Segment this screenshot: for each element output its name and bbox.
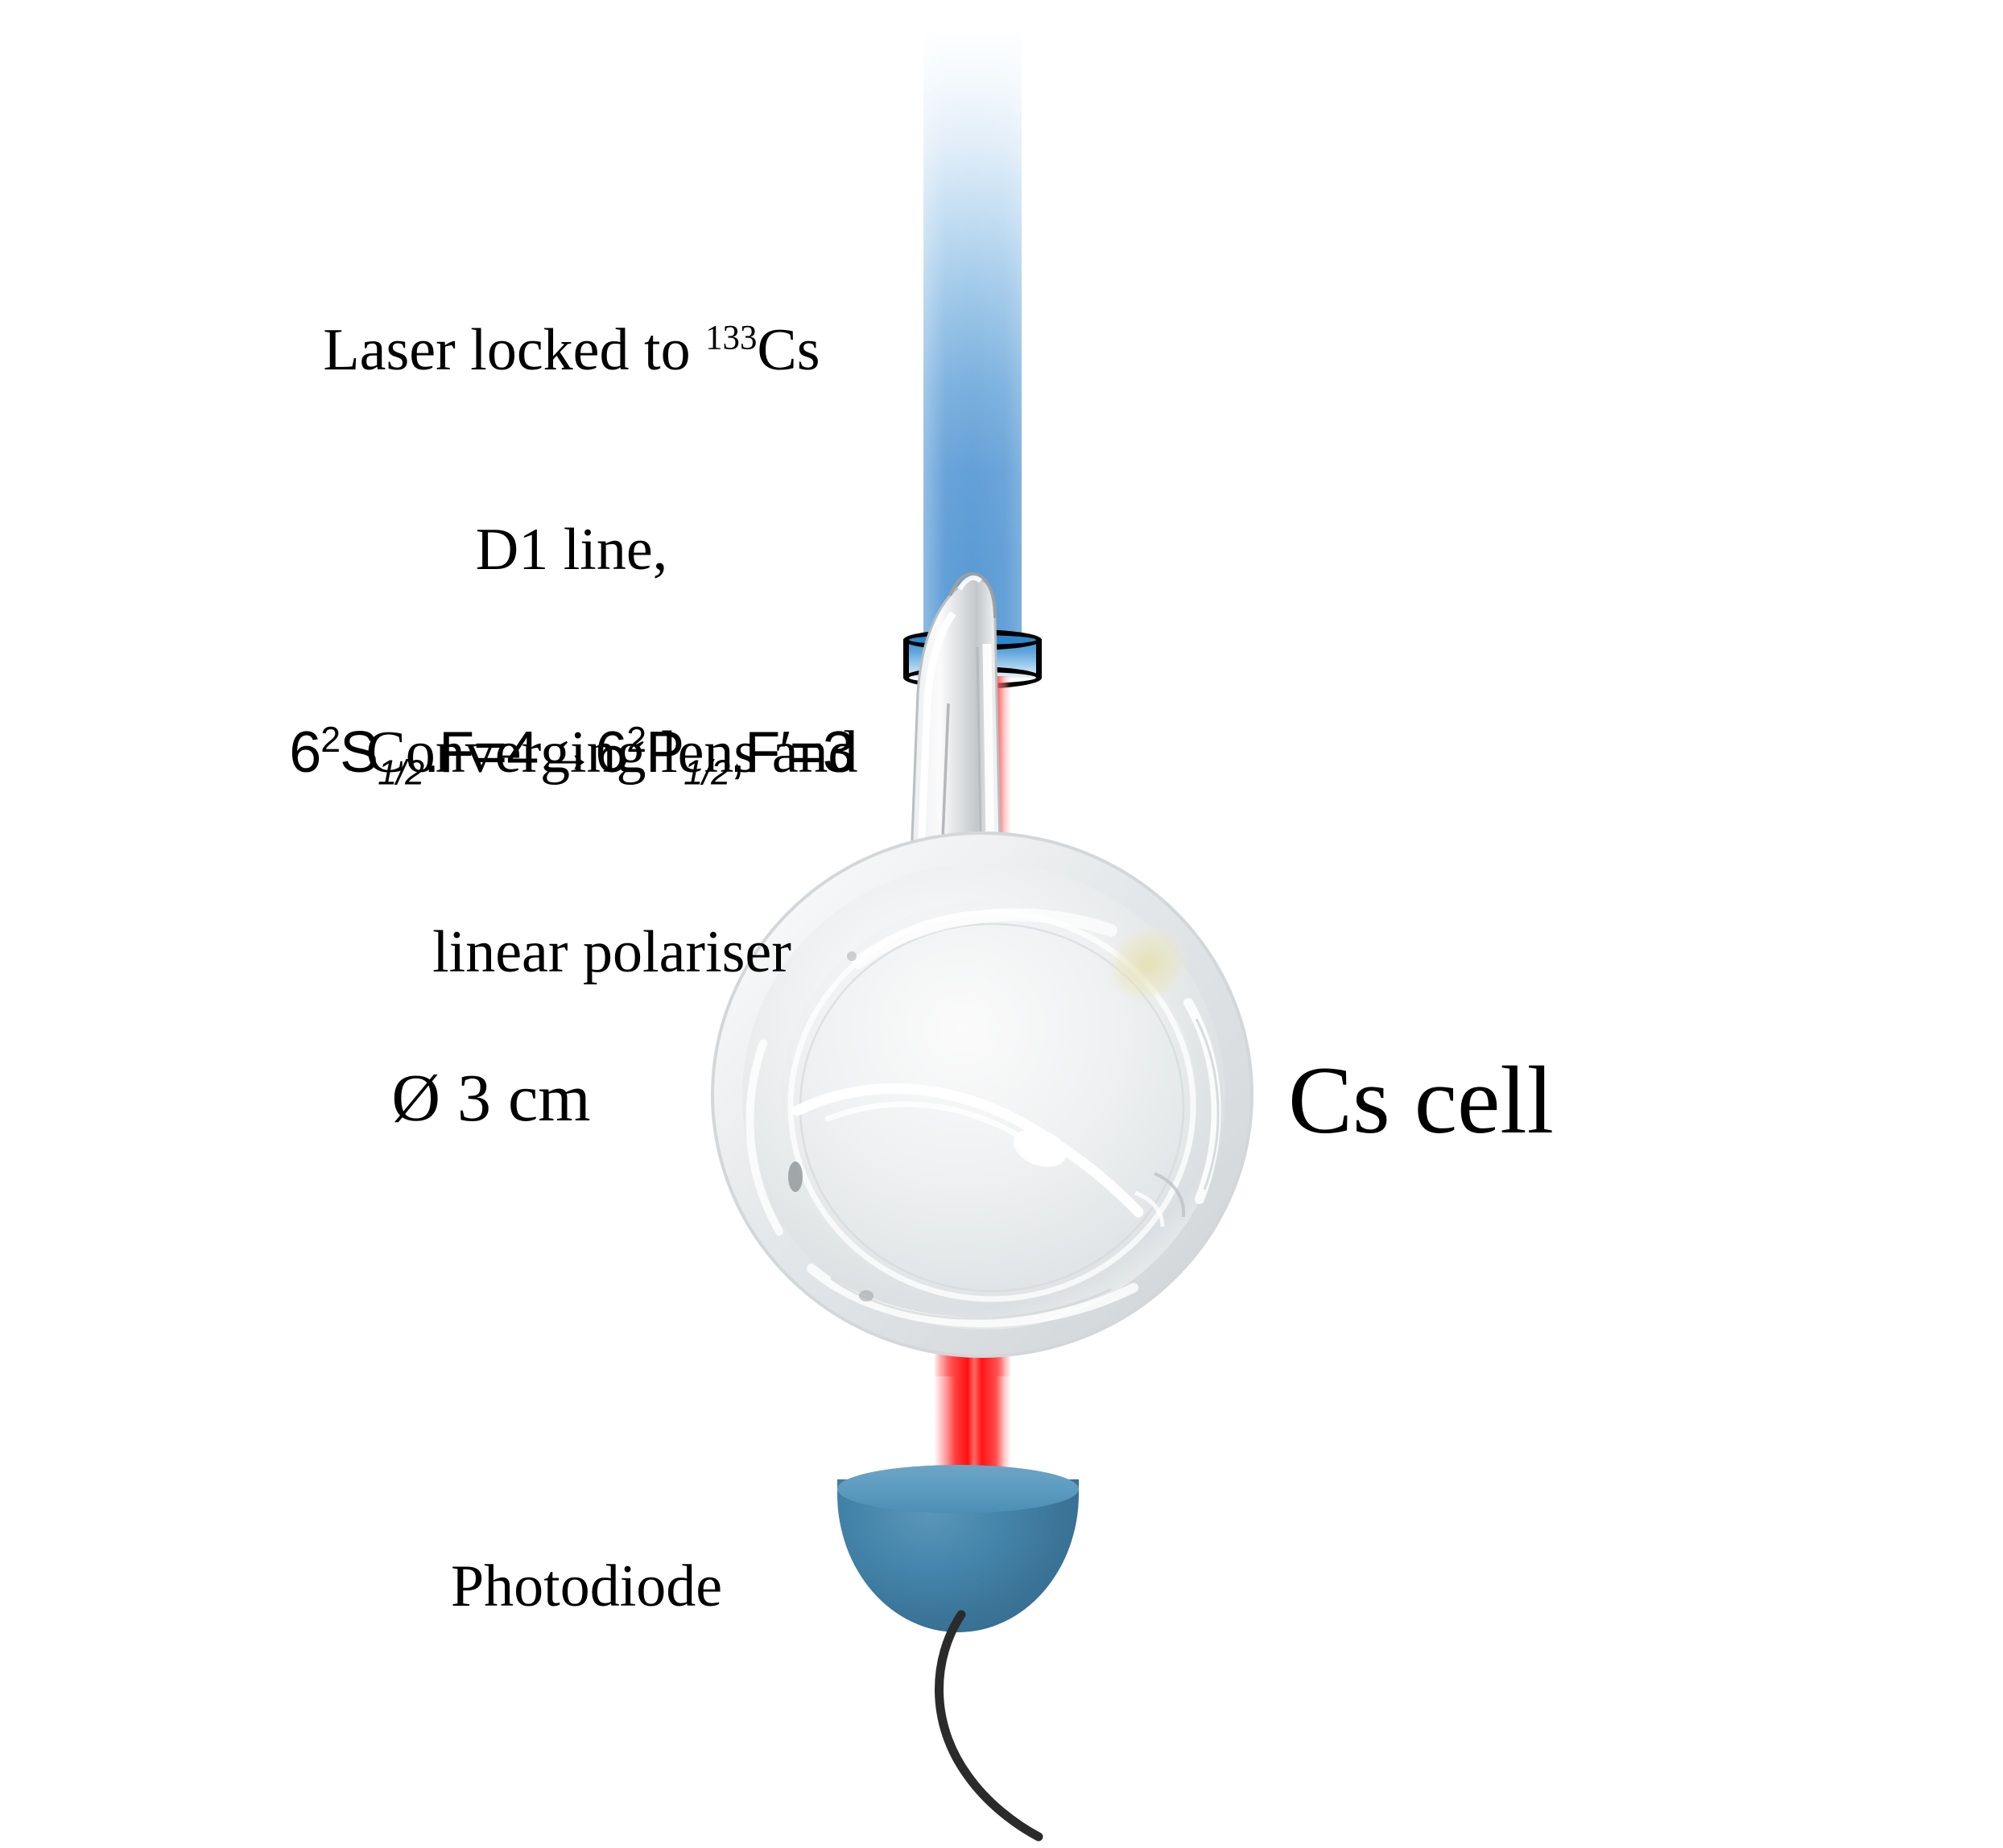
photodiode-active-face [837,1465,1079,1513]
excited-f: ,F′=3 [729,720,855,785]
photodiode-wire [935,1610,1043,1842]
excited-term: P [646,720,684,785]
photodiode-detector [837,1465,1079,1842]
ground-principal: 6 [289,720,321,785]
transition-notation: 62S1/2.F=4→62P1/2,F′=3 [242,720,902,790]
ground-multiplicity: 2 [320,720,341,760]
photodiode-label: Photodiode [451,1553,723,1619]
laser-label-prefix: Laser locked to [323,316,706,383]
laser-label-line1: Laser locked to 133Cs [242,317,902,384]
spherical-glass-cell [676,475,1401,1384]
ground-term: S [340,720,378,785]
laser-label-line2: D1 line, [475,517,668,584]
ground-j: 1/2 [378,753,424,793]
lens-label: Converging lens and linear polariser [322,586,902,1120]
ground-f: .F=4 [423,720,539,785]
transition-arrow: → [538,720,596,785]
cell-sphere [711,831,1253,1358]
lens-label-line1: Converging lens and [365,719,858,786]
isotope-superscript: 133 [705,319,758,357]
cs-cell-label: Cs cell [1288,1046,1554,1153]
laser-source-label: Laser locked to 133Cs D1 line, 62S1/2.F=… [242,184,902,918]
excited-multiplicity: 2 [626,720,646,760]
laser-beam-blue [923,32,1022,644]
excited-principal: 6 [595,720,627,785]
excited-j: 1/2 [683,753,730,793]
cell-diameter-label: Ø 3 cm [391,1061,591,1136]
lens-label-line2: linear polariser [432,919,791,986]
element-symbol: Cs [757,316,820,383]
